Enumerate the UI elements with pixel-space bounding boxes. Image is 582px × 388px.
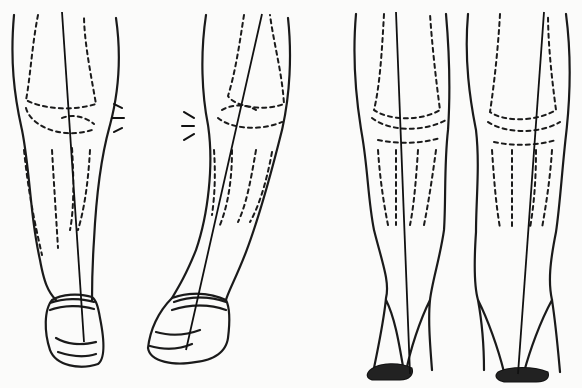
- heel-outline: [478, 300, 552, 372]
- leg-outline: [172, 15, 290, 300]
- panel-back-left-leg: [354, 12, 449, 380]
- toe-outline: [56, 338, 96, 356]
- femur-bone: [374, 14, 440, 118]
- leg-outline: [467, 14, 570, 372]
- knee-joint: [218, 106, 282, 128]
- knee-stress-marks: [182, 112, 194, 140]
- tibia-bone: [24, 148, 90, 255]
- panel-front-left-leg: [12, 12, 124, 367]
- femur-bone: [26, 15, 96, 108]
- foot-outline: [148, 294, 229, 364]
- tibia-bone: [378, 150, 436, 225]
- femur-bone: [228, 15, 284, 108]
- tibia-bone: [212, 150, 272, 225]
- mechanical-axis-line: [396, 12, 410, 374]
- tibia-bone: [492, 150, 552, 228]
- toe-outline: [150, 330, 200, 349]
- femur-bone: [490, 14, 556, 119]
- knee-joint: [488, 122, 560, 145]
- ankle-strap: [172, 298, 226, 311]
- ankle-strap: [50, 299, 94, 310]
- knee-joint: [26, 108, 94, 133]
- heel-shoe: [496, 368, 549, 383]
- mechanical-axis-line: [62, 12, 84, 342]
- knee-joint: [372, 118, 446, 143]
- panel-back-right-leg: [467, 12, 570, 382]
- panel-front-right-leg: [148, 14, 290, 363]
- mechanical-axis-line: [518, 12, 544, 374]
